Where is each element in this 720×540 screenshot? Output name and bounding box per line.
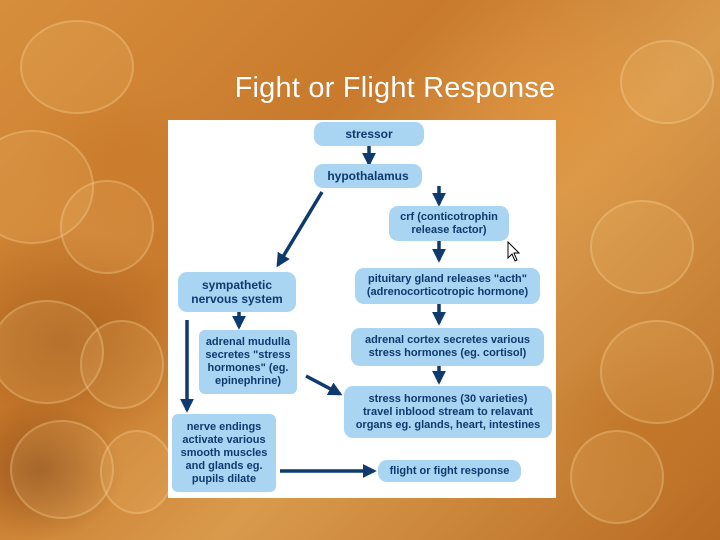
node-adrenal-cortex: adrenal cortex secretes various stress h… <box>351 328 544 366</box>
background-cell <box>100 430 174 514</box>
background-cell <box>590 200 694 294</box>
arrow-medulla-stress <box>305 374 343 396</box>
background-cell <box>20 20 134 114</box>
background-cell <box>10 420 114 519</box>
node-nerve-endings: nerve endings activate various smooth mu… <box>172 414 276 492</box>
node-stressor: stressor <box>314 122 424 146</box>
background-cell <box>570 430 664 524</box>
background-cell <box>620 40 714 124</box>
arrow-hypothalamus-sympathetic <box>276 191 324 268</box>
flowchart-arrows <box>180 146 446 478</box>
node-adrenal-medulla: adrenal mudulla secretes "stress hormone… <box>199 330 297 394</box>
background-cell <box>80 320 164 409</box>
mouse-cursor-icon <box>507 241 521 262</box>
node-response: flight or fight response <box>378 460 521 482</box>
node-hypothalamus: hypothalamus <box>314 164 422 188</box>
background-cell <box>600 320 714 424</box>
slide-title: Fight or Flight Response <box>234 72 556 104</box>
background-cell <box>0 130 94 244</box>
node-crf: crf (conticotrophin release factor) <box>389 206 509 241</box>
node-stress-hormones: stress hormones (30 varieties) travel in… <box>344 386 552 438</box>
node-sympathetic-nervous-system: sympathetic nervous system <box>178 272 296 312</box>
background-cell <box>60 180 154 274</box>
node-pituitary: pituitary gland releases "acth" (adrenoc… <box>355 268 540 304</box>
flowchart: stressor hypothalamus crf (conticotrophi… <box>168 120 556 498</box>
